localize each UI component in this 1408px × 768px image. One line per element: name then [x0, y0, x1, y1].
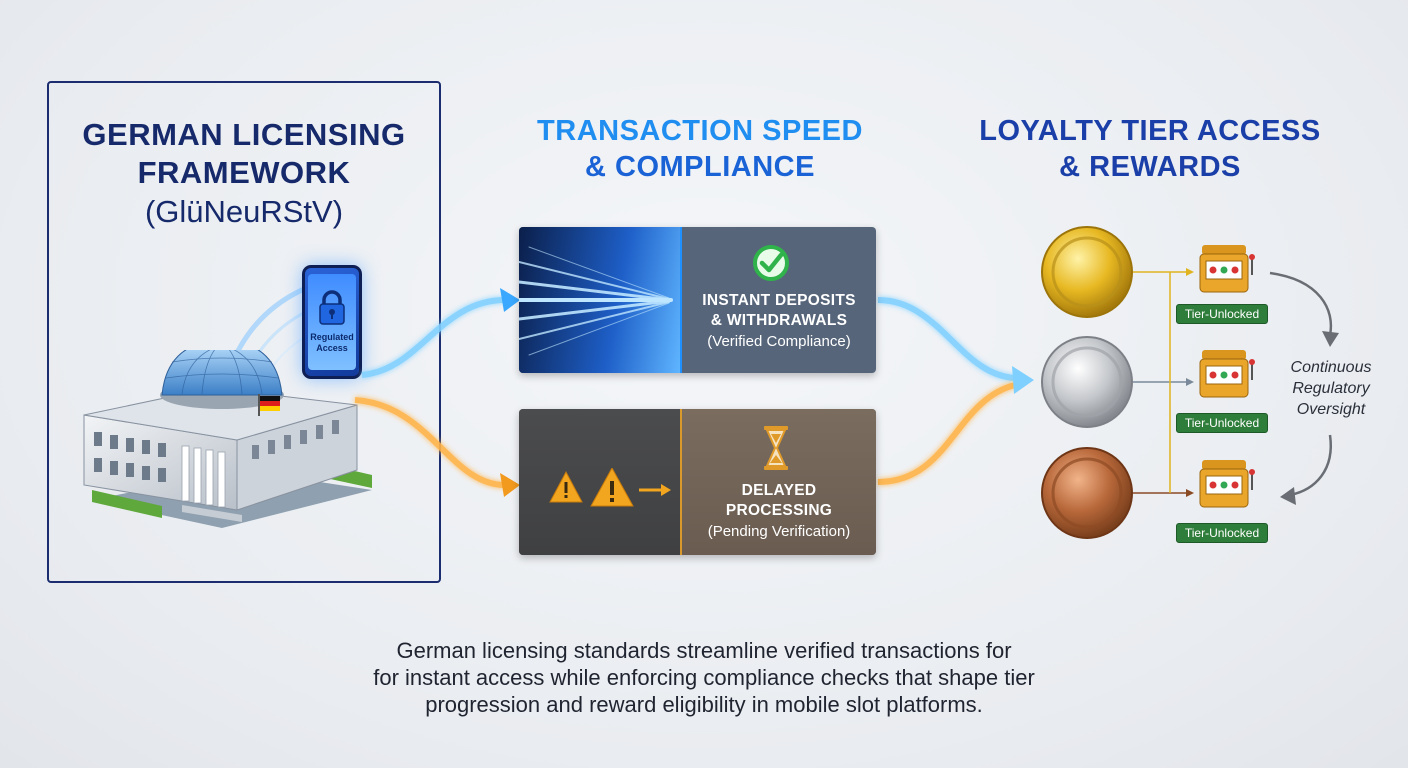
framework-subtitle: (GlüNeuRStV) — [144, 194, 344, 229]
hourglass-icon — [764, 426, 788, 470]
bronze-coin-icon — [1041, 447, 1133, 539]
instant-transaction-card — [519, 227, 876, 373]
slot-machine-icon — [1199, 245, 1255, 293]
arrow-right-icon — [639, 484, 671, 496]
instant-transaction-text: INSTANT DEPOSITS & WITHDRAWALS (Verified… — [702, 292, 856, 350]
fast-flow-arrowhead — [500, 288, 520, 312]
parliament-building-icon — [83, 350, 372, 528]
tier-merge-arrowhead — [1012, 366, 1034, 394]
tier-unlocked-badge-gold: Tier-Unlocked — [1176, 304, 1268, 324]
tier-unlocked-badge-silver: Tier-Unlocked — [1176, 413, 1268, 433]
warning-icon — [549, 470, 583, 503]
slow-to-tier-arrow — [877, 382, 1016, 485]
slot-machine-icon — [1199, 350, 1255, 398]
speed-lines-icon — [519, 246, 673, 356]
fast-to-tier-arrow — [877, 297, 1016, 381]
phone-label: Regulated Access — [310, 332, 354, 353]
warning-icons — [549, 468, 671, 507]
delayed-transaction-card — [519, 409, 876, 555]
gold-coin-icon — [1041, 226, 1133, 318]
tier-diagram — [1041, 226, 1339, 539]
tier-unlocked-badge-bronze: Tier-Unlocked — [1176, 523, 1268, 543]
framework-panel — [47, 81, 441, 583]
framework-title: GERMAN LICENSING FRAMEWORK — [82, 117, 406, 190]
oversight-arrowhead — [1322, 331, 1339, 347]
oversight-arrowhead — [1280, 487, 1296, 505]
loyalty-title: LOYALTY TIER ACCESS & REWARDS — [979, 115, 1321, 183]
fast-flow-arrow — [361, 297, 506, 378]
oversight-label: Continuous Regulatory Oversight — [1290, 359, 1372, 418]
speed-title: TRANSACTION SPEED & COMPLIANCE — [537, 115, 863, 183]
padlock-icon — [319, 290, 345, 325]
delayed-transaction-text: DELAYED PROCESSING (Pending Verification… — [707, 482, 851, 540]
oversight-cycle-arrows — [1269, 271, 1333, 497]
silver-coin-icon — [1041, 336, 1133, 428]
tier-connector-lines — [1133, 268, 1194, 497]
check-circle-icon — [753, 245, 789, 281]
caption-text: German licensing standards streamline ve… — [373, 638, 1035, 717]
slow-flow-arrow — [354, 397, 506, 488]
slot-machine-icon — [1199, 460, 1255, 508]
slow-flow-arrowhead — [500, 473, 520, 497]
german-flag-icon — [258, 394, 280, 416]
warning-icon — [590, 468, 634, 507]
